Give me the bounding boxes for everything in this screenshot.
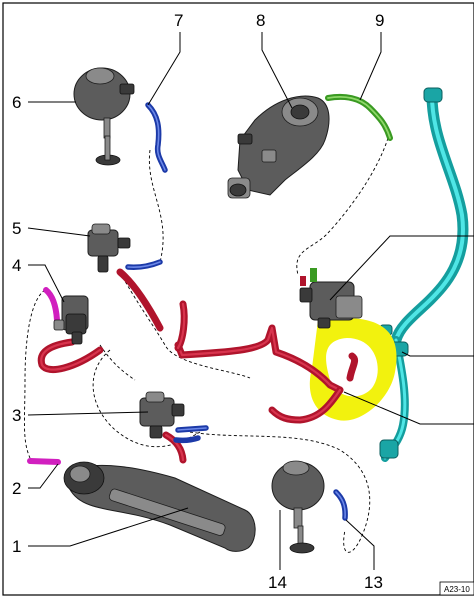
reference-code: A23-10 xyxy=(444,585,470,594)
solenoid-valve-5 xyxy=(87,223,131,273)
dashed-connection-lines xyxy=(24,137,389,553)
highlight-ring xyxy=(309,318,397,421)
red-vacuum-hoses xyxy=(37,268,359,464)
intake-body-1 xyxy=(63,461,256,552)
reference-code-box: A23-10 xyxy=(439,581,474,596)
vacuum-actuator-6 xyxy=(73,67,135,166)
leader-lines xyxy=(27,32,474,570)
solenoid-valve-right xyxy=(299,268,363,329)
solenoid-valve-3 xyxy=(139,391,185,439)
callout-14: 14 xyxy=(268,573,287,592)
callout-13: 13 xyxy=(364,573,383,592)
vacuum-actuator-14 xyxy=(271,460,325,554)
callout-1: 1 xyxy=(12,537,21,556)
solenoid-valve-4 xyxy=(53,295,89,345)
callout-9: 9 xyxy=(375,11,384,30)
callout-7: 7 xyxy=(174,11,183,30)
green-hose xyxy=(325,93,393,141)
callout-2: 2 xyxy=(12,479,21,498)
callout-8: 8 xyxy=(256,11,265,30)
callout-6: 6 xyxy=(12,93,21,112)
callout-3: 3 xyxy=(12,406,21,425)
magenta-hoses xyxy=(27,287,61,465)
callout-5: 5 xyxy=(12,219,21,238)
cyan-coolant-hose xyxy=(379,87,469,462)
callout-4: 4 xyxy=(12,256,21,275)
callout-labels: 1 2 3 4 5 6 7 8 9 13 14 xyxy=(12,11,384,592)
blue-hoses xyxy=(125,102,348,521)
valve-unit-8 xyxy=(227,95,330,199)
